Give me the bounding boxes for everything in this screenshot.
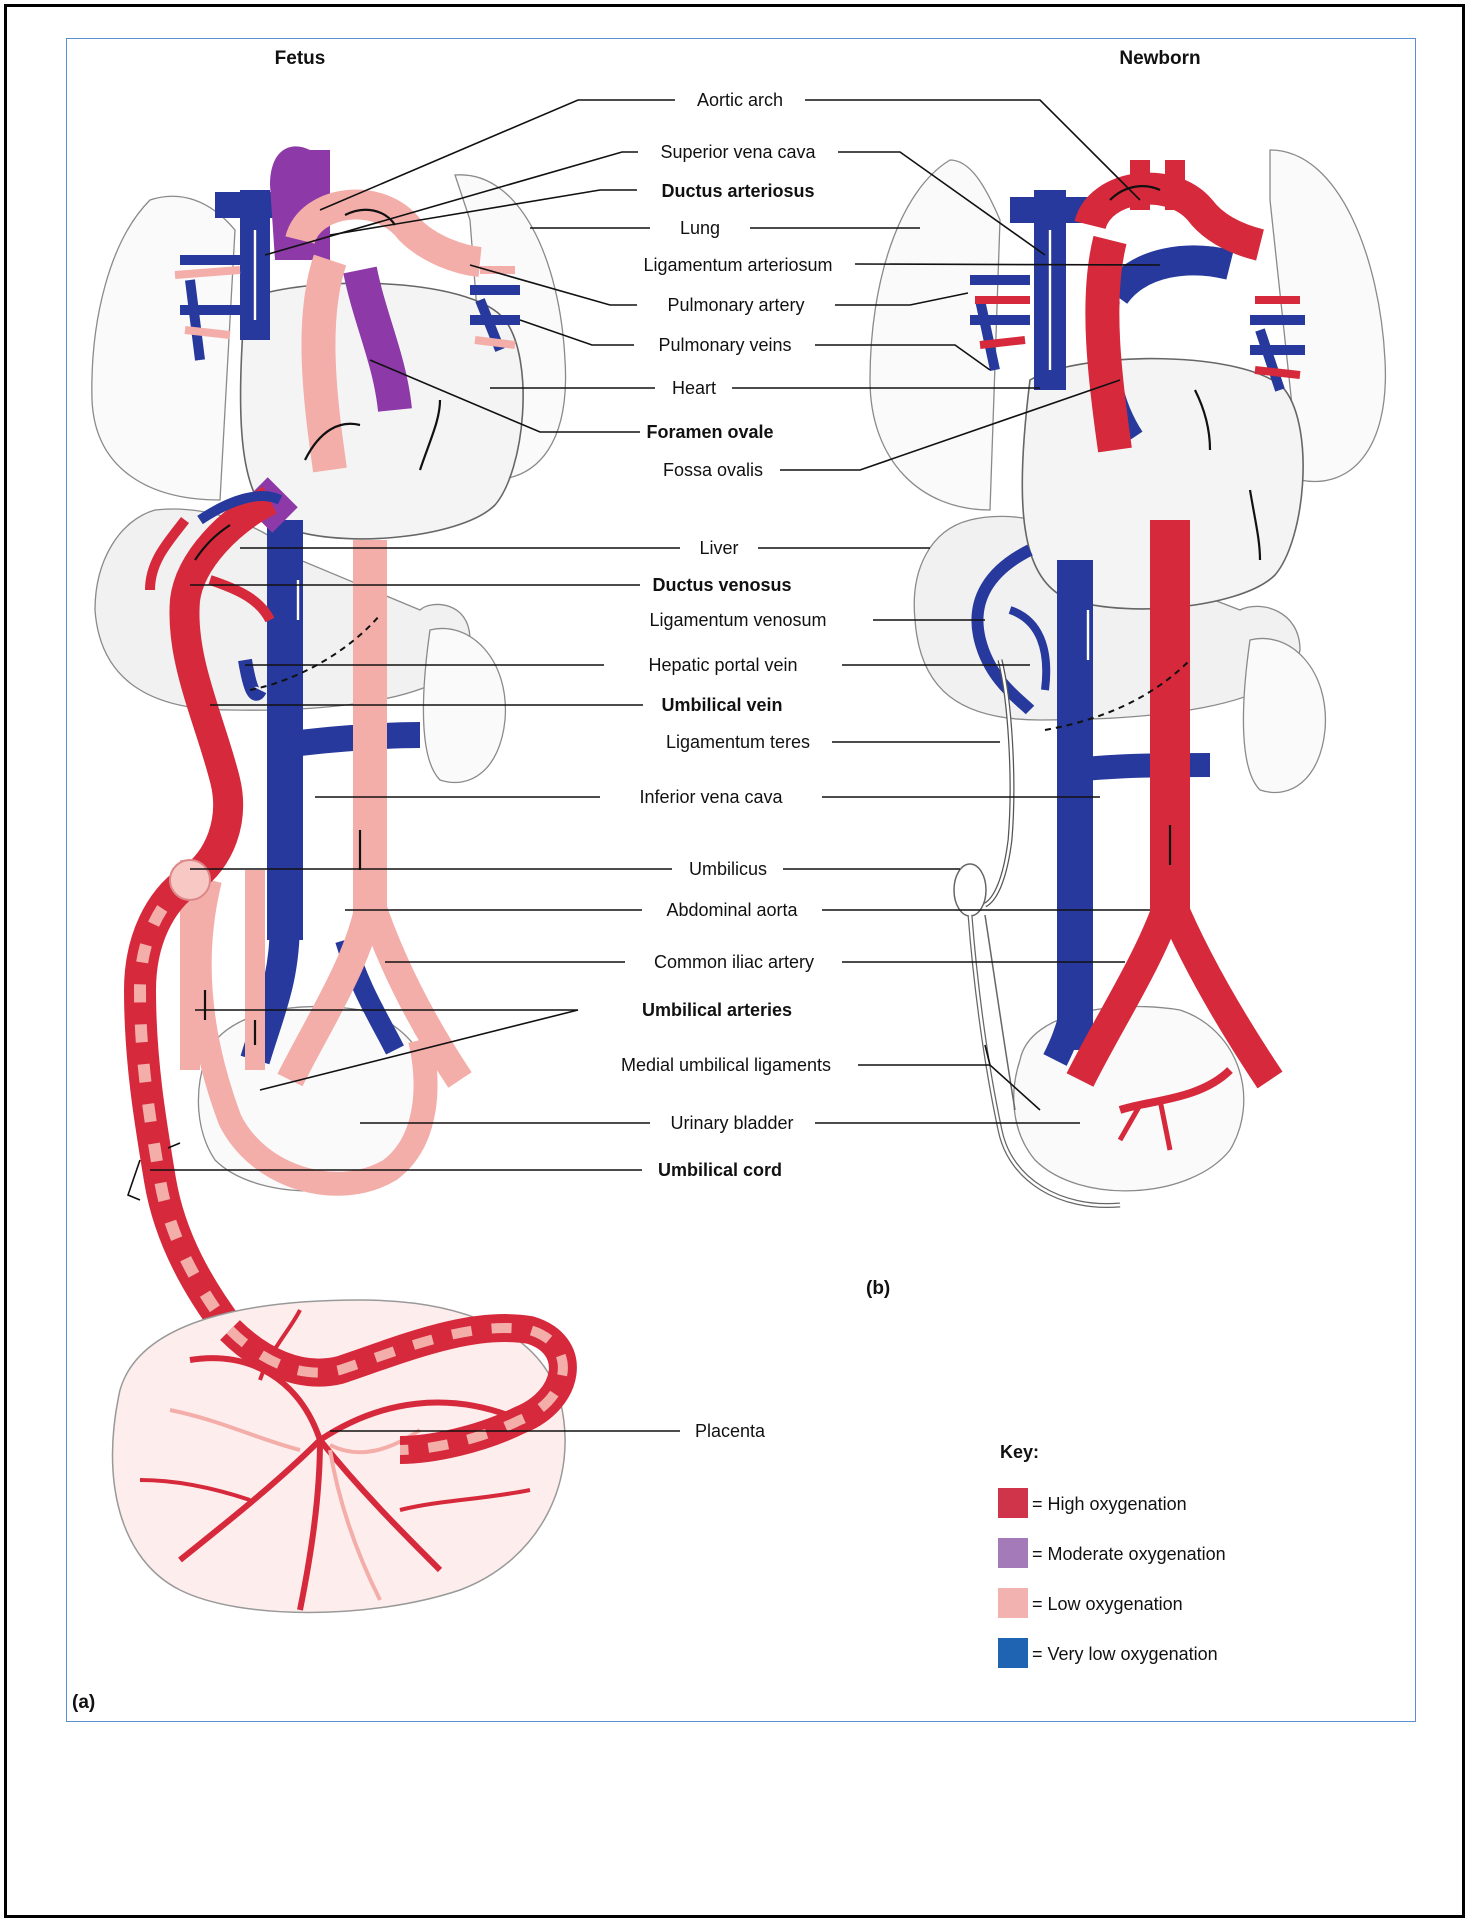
label-fossa-ovalis: Fossa ovalis bbox=[663, 460, 763, 480]
label-ligamentum-arteriosum: Ligamentum arteriosum bbox=[643, 255, 832, 275]
label-ductus-venosus: Ductus venosus bbox=[652, 575, 791, 595]
key-label-high: = High oxygenation bbox=[1032, 1494, 1187, 1514]
label-ligamentum-teres: Ligamentum teres bbox=[666, 732, 810, 752]
label-abdominal-aorta: Abdominal aorta bbox=[666, 900, 798, 920]
label-foramen-ovale: Foramen ovale bbox=[646, 422, 773, 442]
key-swatch-moderate bbox=[998, 1538, 1028, 1568]
label-hepatic-portal-vein: Hepatic portal vein bbox=[648, 655, 797, 675]
newborn-illustration bbox=[870, 150, 1385, 1206]
newborn-bladder bbox=[1014, 1007, 1244, 1191]
key-label-moderate: = Moderate oxygenation bbox=[1032, 1544, 1226, 1564]
key-swatch-low bbox=[998, 1588, 1028, 1618]
key-legend: Key: = High oxygenation = Moderate oxyge… bbox=[998, 1442, 1226, 1668]
label-aortic-arch: Aortic arch bbox=[697, 90, 783, 110]
label-lung: Lung bbox=[680, 218, 720, 238]
label-umbilicus: Umbilicus bbox=[689, 859, 767, 879]
newborn-kidney bbox=[1243, 638, 1325, 792]
fetus-renal-vein bbox=[285, 735, 420, 745]
label-urinary-bladder: Urinary bladder bbox=[670, 1113, 793, 1133]
placenta bbox=[113, 1300, 566, 1613]
structure-labels: Aortic arch Superior vena cava Ductus ar… bbox=[621, 90, 833, 1441]
label-umbilical-vein: Umbilical vein bbox=[661, 695, 782, 715]
label-umbilical-arteries: Umbilical arteries bbox=[642, 1000, 792, 1020]
label-placenta: Placenta bbox=[695, 1421, 766, 1441]
fetus-illustration bbox=[92, 146, 566, 1612]
newborn-heading: Newborn bbox=[1119, 48, 1200, 69]
label-medial-umbilical-ligaments: Medial umbilical ligaments bbox=[621, 1055, 831, 1075]
key-label-low: = Low oxygenation bbox=[1032, 1594, 1183, 1614]
label-ductus-arteriosus: Ductus arteriosus bbox=[661, 181, 814, 201]
fetus-left-lung bbox=[92, 196, 235, 500]
newborn-umbilicus bbox=[954, 864, 986, 916]
newborn-left-lung bbox=[870, 160, 1000, 510]
label-superior-vena-cava: Superior vena cava bbox=[660, 142, 816, 162]
label-umbilical-cord: Umbilical cord bbox=[658, 1160, 782, 1180]
label-pulmonary-artery: Pulmonary artery bbox=[667, 295, 804, 315]
key-title: Key: bbox=[1000, 1442, 1039, 1462]
label-common-iliac-artery: Common iliac artery bbox=[654, 952, 814, 972]
panel-a-label: (a) bbox=[72, 1692, 95, 1713]
label-inferior-vena-cava: Inferior vena cava bbox=[639, 787, 783, 807]
label-liver: Liver bbox=[699, 538, 738, 558]
panel-b-label: (b) bbox=[866, 1278, 890, 1299]
label-pulmonary-veins: Pulmonary veins bbox=[658, 335, 791, 355]
key-swatch-high bbox=[998, 1488, 1028, 1518]
umbilicus-ring bbox=[170, 860, 210, 900]
label-heart: Heart bbox=[672, 378, 716, 398]
key-swatch-very-low bbox=[998, 1638, 1028, 1668]
fetus-heading: Fetus bbox=[275, 48, 326, 69]
key-label-very-low: = Very low oxygenation bbox=[1032, 1644, 1218, 1664]
label-ligamentum-venosum: Ligamentum venosum bbox=[649, 610, 826, 630]
